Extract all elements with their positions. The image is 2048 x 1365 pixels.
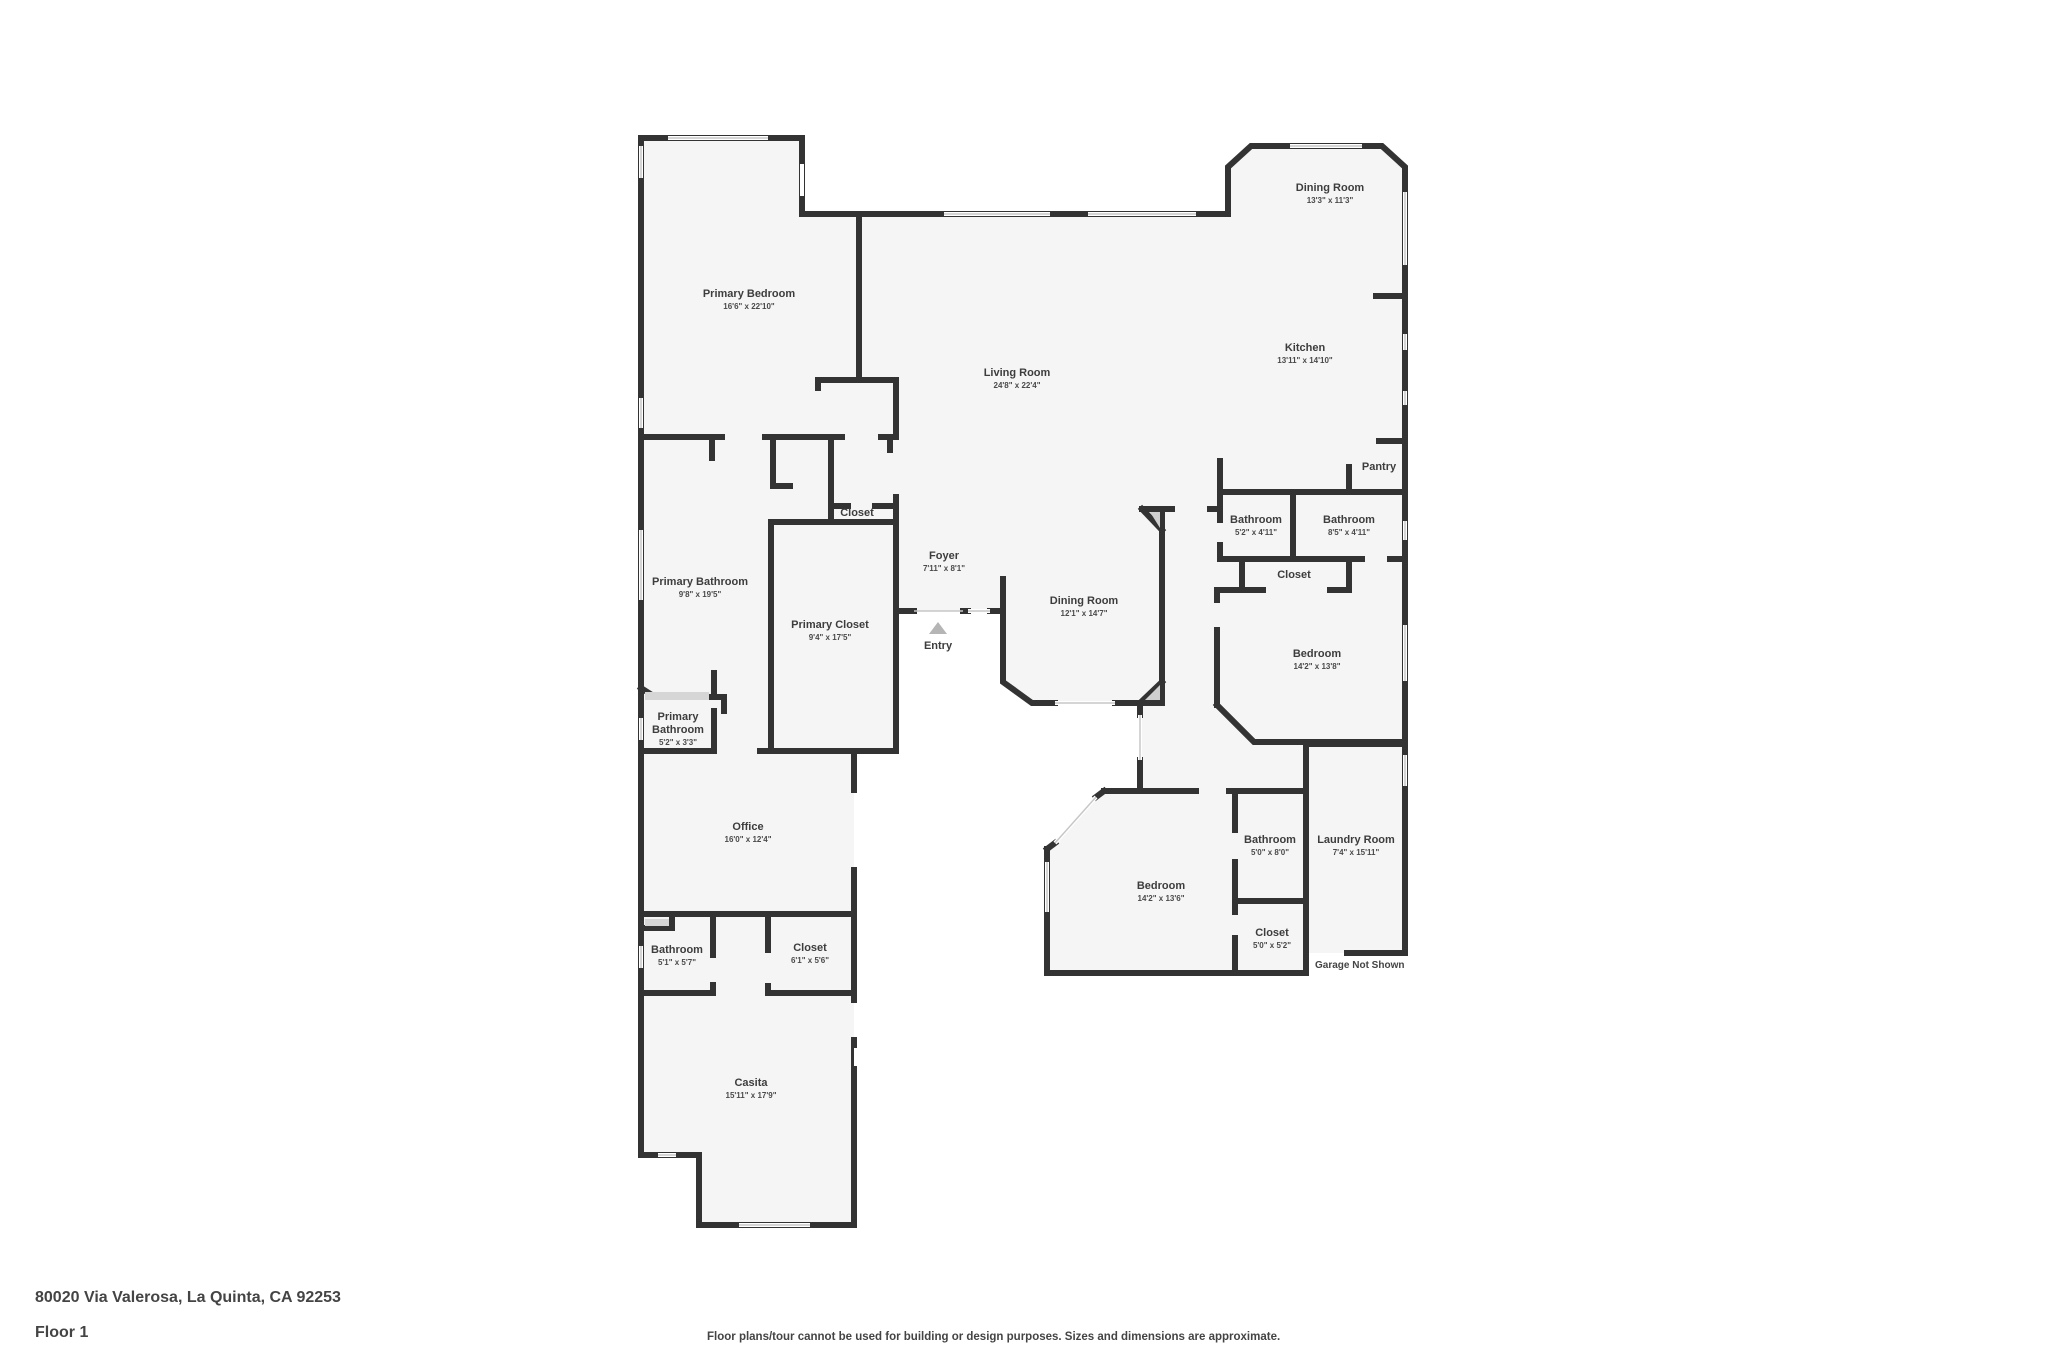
floor-fills bbox=[641, 138, 1405, 1225]
room-dimensions: 6'1" x 5'6" bbox=[790, 956, 830, 965]
room-dimensions: 14'2" x 13'6" bbox=[1137, 894, 1185, 903]
room-name: Closet bbox=[1277, 569, 1311, 581]
room-dimensions: 7'11" x 8'1" bbox=[922, 564, 966, 573]
room-bathroom-large: Bathroom 8'5" x 4'11" bbox=[1323, 514, 1375, 538]
room-name: Primary Bathroom bbox=[652, 711, 704, 736]
garage-note: Garage Not Shown bbox=[1315, 960, 1405, 971]
room-dimensions: 8'5" x 4'11" bbox=[1327, 528, 1371, 537]
room-office: Office 16'0" x 12'4" bbox=[725, 821, 772, 845]
room-primary-bathroom-wc: Primary Bathroom 5'2" x 3'3" bbox=[648, 711, 708, 748]
room-name: Living Room bbox=[983, 367, 1051, 379]
room-laundry: Laundry Room 7'4" x 15'11" bbox=[1317, 834, 1395, 858]
room-dimensions: 5'2" x 3'3" bbox=[658, 738, 698, 747]
room-primary-bathroom: Primary Bathroom 9'8" x 19'5" bbox=[652, 576, 748, 600]
entry-text: Entry bbox=[923, 640, 953, 652]
room-bedroom-east: Bedroom 14'2" x 13'8" bbox=[1293, 648, 1341, 672]
room-name: Bathroom bbox=[1323, 514, 1375, 526]
disclaimer: Floor plans/tour cannot be used for buil… bbox=[707, 1331, 1281, 1343]
room-dimensions: 24'8" x 22'4" bbox=[993, 381, 1041, 390]
room-kitchen: Kitchen 13'11" x 14'10" bbox=[1277, 342, 1332, 366]
room-dimensions: 9'8" x 19'5" bbox=[678, 590, 722, 599]
room-dimensions: 5'2" x 4'11" bbox=[1234, 528, 1278, 537]
room-dimensions: 15'11" x 17'9" bbox=[725, 1091, 777, 1100]
room-name: Bedroom bbox=[1292, 648, 1342, 660]
room-name: Kitchen bbox=[1284, 342, 1326, 354]
room-dimensions: 9'4" x 17'5" bbox=[808, 633, 852, 642]
room-dimensions: 14'2" x 13'8" bbox=[1293, 662, 1341, 671]
property-address: 80020 Via Valerosa, La Quinta, CA 92253 bbox=[35, 1289, 341, 1306]
room-name: Foyer bbox=[929, 550, 959, 562]
room-dimensions: 13'11" x 14'10" bbox=[1277, 356, 1333, 365]
room-name: Primary Closet bbox=[791, 619, 869, 631]
room-closet-south: Closet 5'0" x 5'2" bbox=[1253, 927, 1291, 951]
room-name: Closet bbox=[1255, 927, 1289, 939]
room-name: Bedroom bbox=[1136, 880, 1186, 892]
room-dimensions: 7'4" x 15'11" bbox=[1332, 848, 1380, 857]
room-name: Bathroom bbox=[1244, 834, 1296, 846]
room-primary-bedroom: Primary Bedroom 16'6" x 22'10" bbox=[703, 288, 795, 312]
room-bedroom-south: Bedroom 14'2" x 13'6" bbox=[1137, 880, 1185, 904]
room-dimensions: 12'1" x 14'7" bbox=[1060, 609, 1108, 618]
room-dimensions: 5'0" x 5'2" bbox=[1252, 941, 1292, 950]
room-living-room: Living Room 24'8" x 22'4" bbox=[984, 367, 1051, 391]
room-bathroom-south: Bathroom 5'0" x 8'0" bbox=[1244, 834, 1296, 858]
entry-label: Entry bbox=[924, 640, 952, 653]
room-name: Primary Bedroom bbox=[702, 288, 796, 300]
room-name: Casita bbox=[734, 1077, 768, 1089]
walls bbox=[636, 135, 1408, 1228]
hatched-columns bbox=[645, 512, 1160, 926]
room-name: Laundry Room bbox=[1317, 834, 1395, 846]
room-foyer: Foyer 7'11" x 8'1" bbox=[923, 550, 965, 574]
room-dimensions: 16'0" x 12'4" bbox=[724, 835, 772, 844]
room-name: Closet bbox=[840, 507, 874, 519]
room-name: Dining Room bbox=[1049, 595, 1119, 607]
windows bbox=[639, 136, 1407, 1227]
room-dimensions: 16'6" x 22'10" bbox=[723, 302, 775, 311]
entry-arrow-icon bbox=[929, 622, 947, 634]
room-name: Office bbox=[732, 821, 764, 833]
room-name: Bathroom bbox=[1230, 514, 1282, 526]
room-dimensions: 13'3" x 11'3" bbox=[1306, 196, 1354, 205]
room-dining-room-north: Dining Room 13'3" x 11'3" bbox=[1296, 182, 1364, 206]
room-closet-casita: Closet 6'1" x 5'6" bbox=[791, 942, 829, 966]
room-dimensions: 5'0" x 8'0" bbox=[1250, 848, 1290, 857]
room-closet-foyer: Closet bbox=[840, 507, 874, 520]
room-name: Dining Room bbox=[1295, 182, 1365, 194]
room-bathroom-small: Bathroom 5'2" x 4'11" bbox=[1230, 514, 1282, 538]
room-dimensions: 5'1" x 5'7" bbox=[657, 958, 697, 967]
room-closet-hall: Closet bbox=[1277, 569, 1311, 582]
room-dining-room-central: Dining Room 12'1" x 14'7" bbox=[1050, 595, 1118, 619]
room-pantry: Pantry bbox=[1362, 461, 1396, 474]
room-casita: Casita 15'11" x 17'9" bbox=[726, 1077, 777, 1101]
room-bathroom-casita: Bathroom 5'1" x 5'7" bbox=[651, 944, 703, 968]
room-name: Bathroom bbox=[651, 944, 703, 956]
room-primary-closet: Primary Closet 9'4" x 17'5" bbox=[791, 619, 869, 643]
room-name: Primary Bathroom bbox=[652, 576, 748, 588]
room-name: Pantry bbox=[1361, 461, 1397, 473]
room-name: Closet bbox=[793, 942, 827, 954]
floor-label: Floor 1 bbox=[35, 1324, 89, 1341]
